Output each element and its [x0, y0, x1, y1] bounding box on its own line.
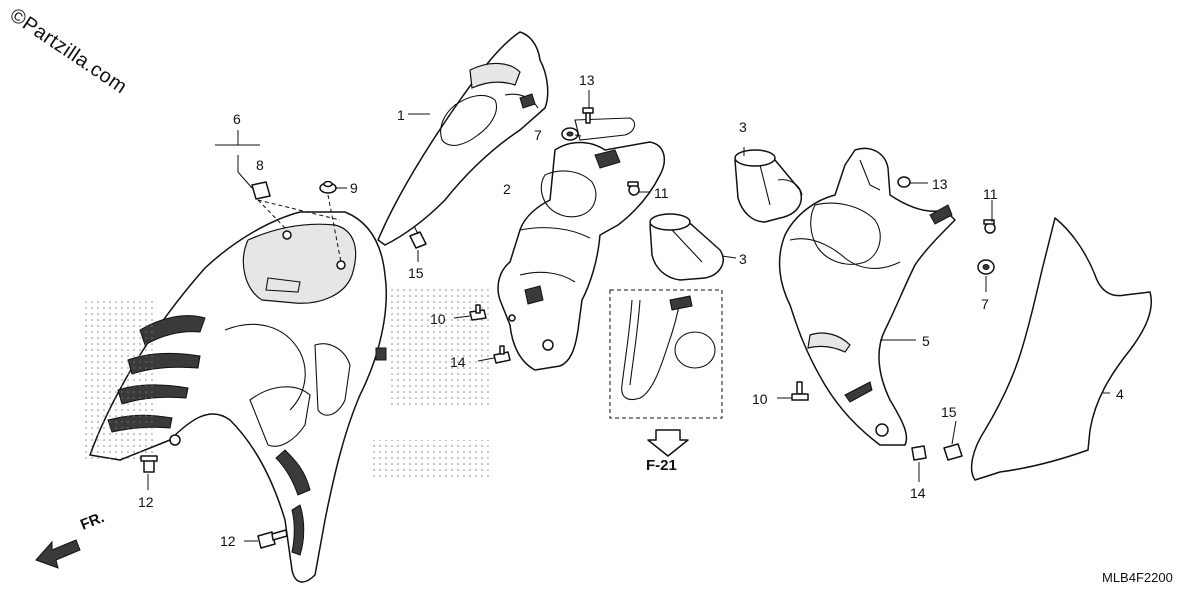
inner-cover-part-5[interactable]: [778, 147, 956, 446]
bolt-part-12-lower[interactable]: [140, 455, 158, 473]
callout-11-left: 11: [654, 185, 669, 201]
grommet-part-7-left[interactable]: [561, 127, 579, 141]
lower-cowl-part[interactable]: [85, 211, 490, 583]
callout-13-left: 13: [579, 72, 595, 88]
callout-10-left: 10: [430, 311, 446, 327]
grommet-part-13-right[interactable]: [897, 176, 911, 188]
callout-15-right: 15: [941, 404, 957, 420]
bolt-part-10-right[interactable]: [791, 381, 809, 401]
callout-7-left: 7: [534, 127, 542, 143]
bolt-part-14-left[interactable]: [493, 345, 511, 364]
side-panel-part-4[interactable]: [970, 217, 1152, 481]
callout-15-left: 15: [408, 265, 424, 281]
bolt-part-10-left[interactable]: [469, 304, 487, 321]
callout-1: 1: [397, 107, 405, 123]
front-direction-arrow: [35, 539, 81, 569]
inner-cover-part-2[interactable]: [497, 117, 666, 371]
screw-part-13-left[interactable]: [582, 107, 594, 124]
screw-part-11-left[interactable]: [627, 181, 640, 196]
callout-4: 4: [1116, 386, 1124, 402]
callout-2: 2: [503, 181, 511, 197]
callout-11-right: 11: [983, 186, 998, 202]
callout-14-right: 14: [910, 485, 926, 501]
air-duct-part-3-lower[interactable]: [649, 213, 724, 281]
callout-10-right: 10: [752, 391, 768, 407]
grommet-part-7-right[interactable]: [977, 259, 995, 275]
callout-7-right: 7: [981, 296, 989, 312]
diagram-code: MLB4F2200: [1102, 570, 1173, 585]
cross-reference-box[interactable]: [609, 289, 723, 457]
screw-part-11-right[interactable]: [983, 219, 996, 234]
callout-6: 6: [233, 111, 241, 127]
callout-12-bottom: 12: [220, 533, 236, 549]
callout-14-left: 14: [450, 354, 466, 370]
callout-3-upper: 3: [739, 119, 747, 135]
callout-12-lower: 12: [138, 494, 154, 510]
callout-3-lower: 3: [739, 251, 747, 267]
callout-5: 5: [922, 333, 930, 349]
callout-13-right: 13: [932, 176, 948, 192]
clip-part-15-right[interactable]: [943, 443, 963, 461]
callout-9: 9: [350, 180, 358, 196]
callout-8: 8: [256, 157, 264, 173]
clip-part-15-left[interactable]: [409, 225, 427, 249]
air-duct-part-3-upper[interactable]: [734, 149, 803, 223]
bolt-part-12-bottom[interactable]: [257, 529, 288, 549]
cross-reference-label[interactable]: F-21: [646, 457, 677, 474]
grommet-part-9[interactable]: [319, 180, 337, 194]
upper-cover-part-1[interactable]: [377, 31, 549, 246]
clip-part-8[interactable]: [251, 181, 271, 200]
bolt-part-14-right[interactable]: [911, 445, 927, 461]
